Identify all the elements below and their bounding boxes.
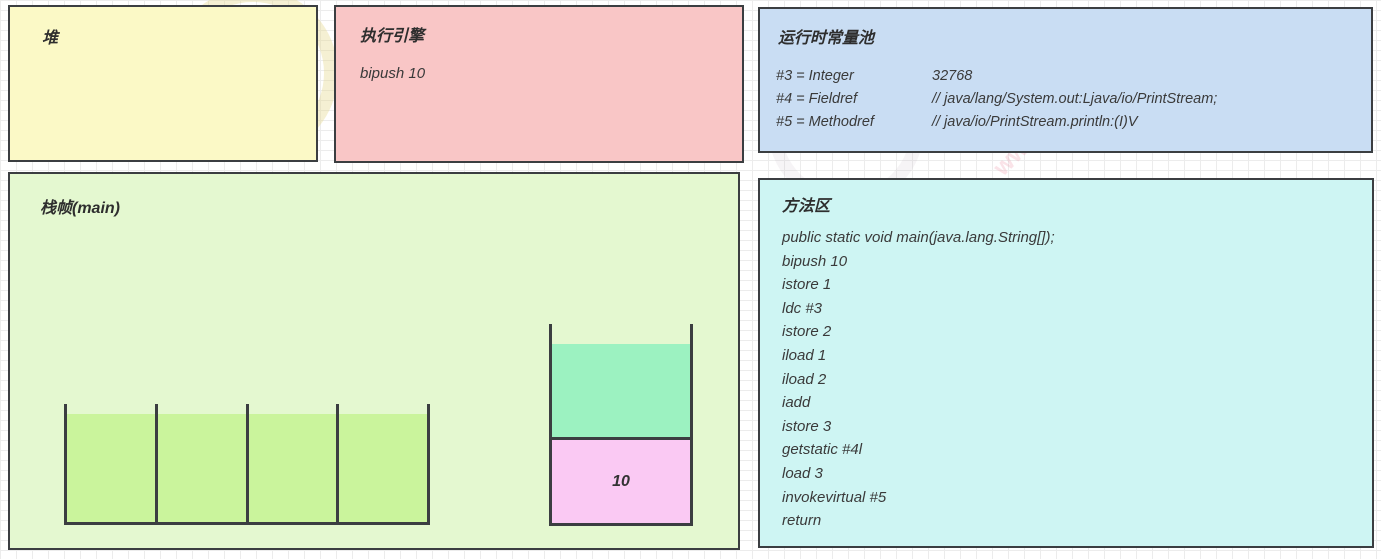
local-variable-slot (245, 404, 337, 522)
bytecode-line: invokevirtual #5 (782, 488, 887, 506)
bytecode-listing: public static void main(java.lang.String… (782, 226, 1055, 533)
constant-pool-entry: #5 = Methodref // java/io/PrintStream.pr… (776, 111, 1365, 134)
operand-stack-value: 10 (612, 472, 630, 490)
bytecode-line: iload 2 (782, 370, 827, 388)
constant-pool-entry-value: 32768 (932, 68, 973, 84)
local-variable-slot-fill (339, 414, 427, 522)
current-instruction: bipush 10 (360, 65, 426, 82)
bytecode-line: istore 1 (782, 276, 832, 294)
constant-pool-entries: #3 = Integer 32768 #4 = Fieldref // java… (776, 65, 1365, 134)
operand-stack-slot-top (552, 344, 690, 437)
bytecode-line: iload 1 (782, 346, 827, 364)
local-variable-slot (64, 404, 155, 522)
local-variable-table (64, 404, 430, 525)
operand-stack-divider (552, 437, 690, 440)
constant-pool-entry-key: #5 = Methodref (776, 114, 874, 130)
execution-engine-box: 执行引擎 bipush 10 (334, 5, 744, 163)
bytecode-line: load 3 (782, 464, 823, 482)
operand-stack: 10 (549, 324, 693, 526)
method-area-box: 方法区 public static void main(java.lang.St… (758, 178, 1374, 548)
bytecode-line: getstatic #4l (782, 441, 863, 459)
local-variable-slot (336, 404, 430, 522)
local-variable-slot-fill (248, 414, 337, 522)
operand-stack-slot-bottom: 10 (552, 440, 690, 523)
heap-title: 堆 (42, 30, 59, 47)
local-variable-slot-fill (67, 414, 155, 522)
local-variable-slot (154, 404, 246, 522)
constant-pool-entry-value: // java/io/PrintStream.println:(I)V (932, 114, 1138, 130)
constant-pool-entry-key: #3 = Integer (776, 68, 854, 84)
constant-pool-box: 运行时常量池 #3 = Integer 32768 #4 = Fieldref … (758, 7, 1373, 153)
bytecode-line: bipush 10 (782, 252, 848, 270)
heap-box: 堆 (8, 5, 318, 162)
bytecode-line: public static void main(java.lang.String… (782, 229, 1055, 246)
constant-pool-entry-key: #4 = Fieldref (776, 91, 858, 107)
operand-stack-empty-space (552, 324, 690, 344)
bytecode-line: ldc #3 (782, 299, 823, 317)
stack-frame-box: 栈帧(main) 10 (8, 172, 740, 550)
method-area-title: 方法区 (782, 198, 831, 215)
constant-pool-entry: #3 = Integer 32768 (776, 65, 1365, 88)
stack-frame-title: 栈帧(main) (40, 200, 121, 217)
bytecode-line: istore 3 (782, 417, 832, 435)
constant-pool-entry-value: // java/lang/System.out:Ljava/io/PrintSt… (932, 91, 1218, 107)
execution-engine-title: 执行引擎 (360, 28, 425, 45)
local-variable-slot-fill (157, 414, 246, 522)
bytecode-line: return (782, 512, 822, 530)
bytecode-line: iadd (782, 394, 811, 412)
constant-pool-entry: #4 = Fieldref // java/lang/System.out:Lj… (776, 88, 1365, 111)
constant-pool-title: 运行时常量池 (778, 30, 875, 47)
bytecode-line: istore 2 (782, 323, 832, 341)
